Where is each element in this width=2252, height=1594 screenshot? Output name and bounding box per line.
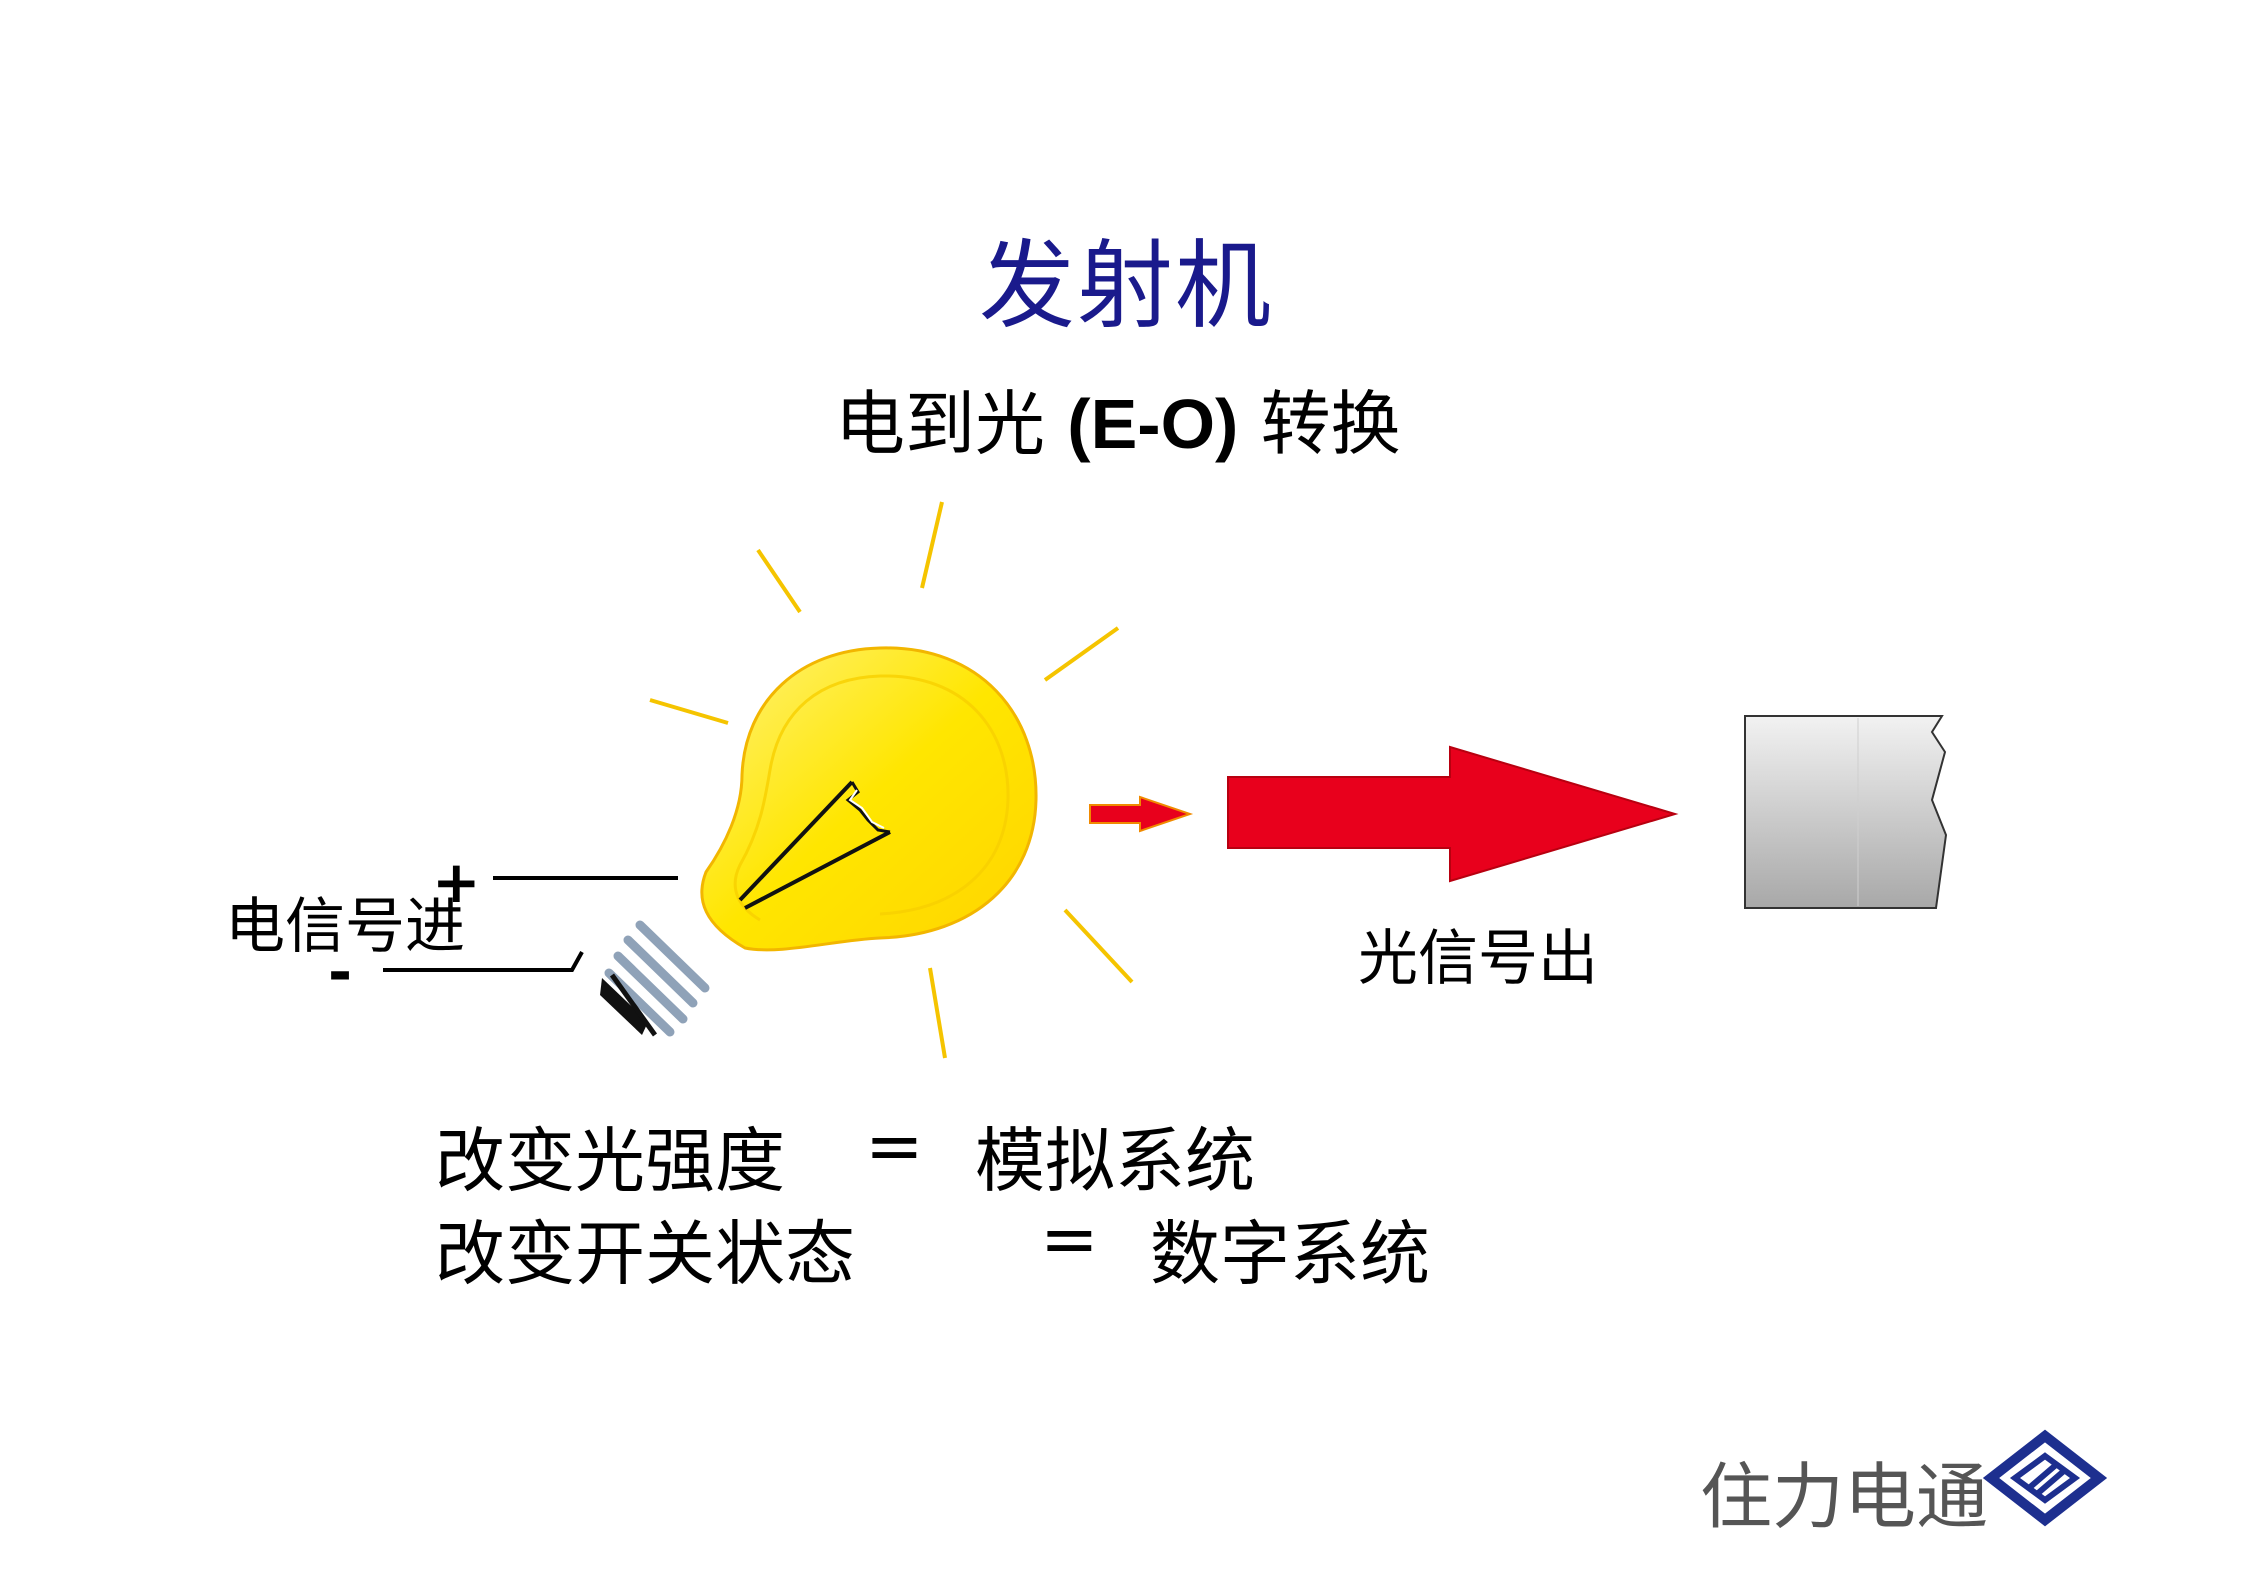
- ray-bottom-right: [1063, 908, 1134, 984]
- brand-name: 住力电通: [1700, 1455, 1989, 1539]
- input-signal-label: 电信号进: [225, 892, 465, 962]
- subtitle-prefix: 电到光: [835, 383, 1068, 465]
- ray-top-left: [756, 548, 802, 614]
- wire-negative: [383, 951, 584, 972]
- filament: [738, 780, 891, 910]
- ray-left: [649, 698, 729, 725]
- analog-mode-name: 模拟系统: [975, 1120, 1255, 1202]
- digital-mode-description: 改变开关状态: [435, 1213, 855, 1295]
- analog-equals-sign: =: [865, 1105, 924, 1187]
- page-title: 发射机: [979, 230, 1273, 342]
- subtitle: 电到光 (E-O) 转换: [835, 368, 1401, 469]
- ray-bottom: [928, 967, 947, 1059]
- brand-logo-icon: [1982, 1429, 2108, 1527]
- filament-highlight: [848, 789, 885, 829]
- subtitle-suffix: 转换: [1238, 383, 1401, 465]
- bulb-inner-rim: [733, 674, 1010, 922]
- big-light-arrow: [1227, 745, 1679, 883]
- input-wires: [383, 876, 678, 972]
- ray-top: [920, 501, 944, 589]
- minus-terminal-label: -: [328, 938, 353, 1006]
- digital-mode-name: 数字系统: [1150, 1213, 1430, 1295]
- ray-top-right: [1043, 626, 1120, 682]
- bulb-contact-stem: [609, 973, 658, 1037]
- subtitle-code: (E-O): [1067, 385, 1239, 463]
- bulb-contact: [600, 978, 648, 1035]
- small-light-arrow: [1089, 795, 1194, 833]
- digital-equals-sign: =: [1040, 1198, 1099, 1280]
- fiber-end-icon: [1744, 715, 1948, 909]
- output-signal-label: 光信号出: [1358, 924, 1598, 994]
- light-bulb-icon: [600, 646, 1038, 1037]
- plus-terminal-label: +: [432, 848, 481, 916]
- analog-mode-description: 改变光强度: [435, 1120, 785, 1202]
- light-rays: [649, 501, 1134, 1059]
